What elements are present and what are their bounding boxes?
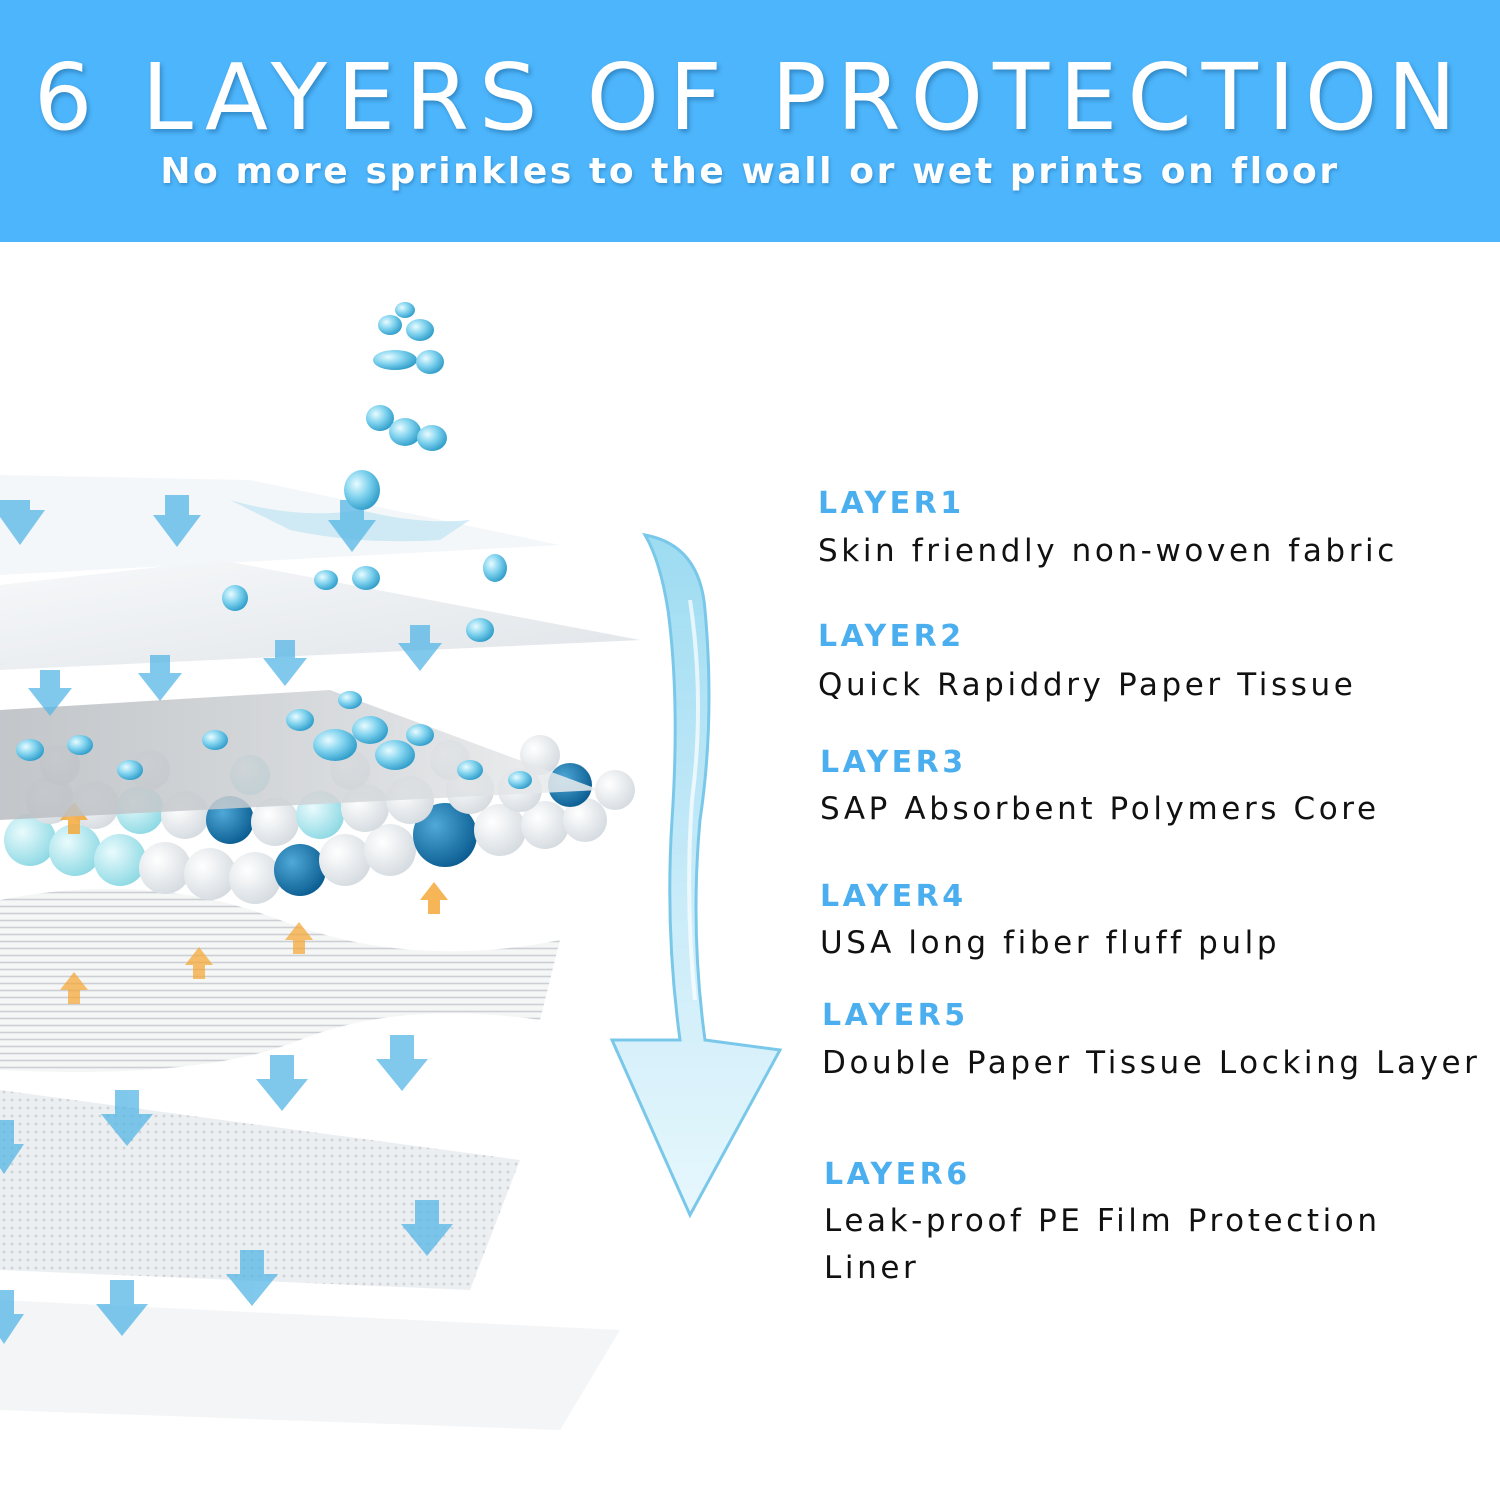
rapid-dry-sheet: [0, 690, 600, 820]
pe-film-sheet: [0, 1300, 620, 1430]
layer-1-heading: LAYER1: [818, 486, 965, 521]
layer-4-heading: LAYER4: [820, 879, 967, 914]
layer-5-description: Double Paper Tissue Locking Layer: [822, 1045, 1481, 1081]
page-title: 6 LAYERS OF PROTECTION: [33, 44, 1467, 151]
layer-3-description: SAP Absorbent Polymers Core: [820, 791, 1380, 827]
layer-6-heading: LAYER6: [824, 1157, 971, 1192]
layer-4-description: USA long fiber fluff pulp: [820, 925, 1281, 961]
down-arrow-icon: [0, 495, 453, 1344]
layer-1-description: Skin friendly non-woven fabric: [818, 533, 1398, 569]
water-droplet-icon: [222, 302, 507, 642]
layer-2-heading: LAYER2: [818, 619, 965, 654]
header-banner: 6 LAYERS OF PROTECTION No more sprinkles…: [0, 0, 1500, 242]
layer-2-description: Quick Rapiddry Paper Tissue: [818, 667, 1357, 703]
layer-5-heading: LAYER5: [822, 998, 969, 1033]
fluff-pulp-sheet: [0, 888, 560, 1072]
layer-3-heading: LAYER3: [820, 745, 967, 780]
layer-6-description: Leak-proof PE Film Protection Liner: [824, 1203, 1381, 1286]
layers-illustration: [0, 302, 783, 1430]
page-subtitle: No more sprinkles to the wall or wet pri…: [160, 151, 1340, 192]
water-stream-arrow-icon: [609, 532, 783, 1219]
